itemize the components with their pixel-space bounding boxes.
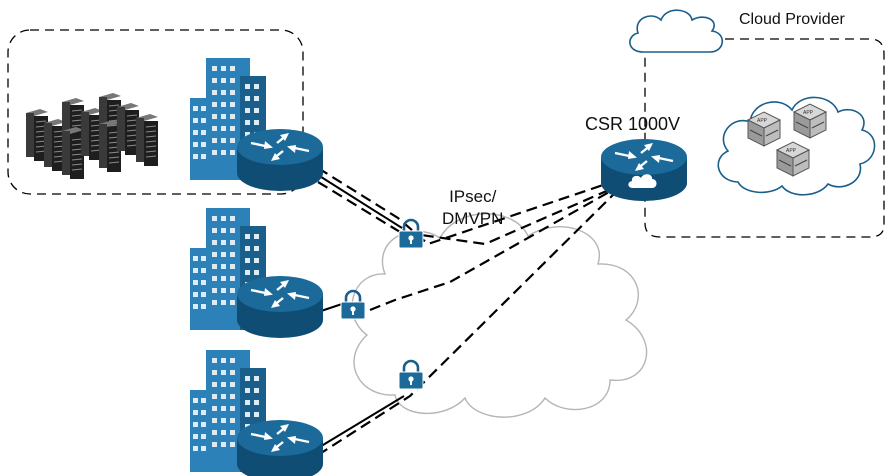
router-icon (235, 418, 325, 476)
server-rack-icon (135, 113, 159, 167)
app-vm-icon (776, 141, 810, 177)
router-icon (235, 274, 325, 340)
tunnel-label-line-2: DMVPN (442, 209, 504, 228)
app-vm-icon (793, 103, 827, 139)
cloud-provider-cloud-icon (629, 9, 724, 53)
server-rack-icon (61, 126, 85, 180)
vpn-tunnels (317, 167, 619, 456)
csr-router-icon (599, 137, 689, 203)
tunnel-label: IPsec/ DMVPN (442, 186, 503, 230)
app-vm-icon (747, 111, 781, 147)
router-icon (235, 127, 325, 193)
datacenter-boundary (7, 29, 304, 195)
lock-icon (397, 218, 425, 250)
wan-cloud-icon (351, 213, 648, 418)
tunnel-label-line-1: IPsec/ (449, 187, 497, 206)
cloud-provider-label: Cloud Provider (739, 11, 845, 28)
csr-router-label: CSR 1000V (585, 114, 681, 134)
server-rack-icon (116, 102, 140, 156)
cloud-provider-boundary (644, 38, 885, 238)
